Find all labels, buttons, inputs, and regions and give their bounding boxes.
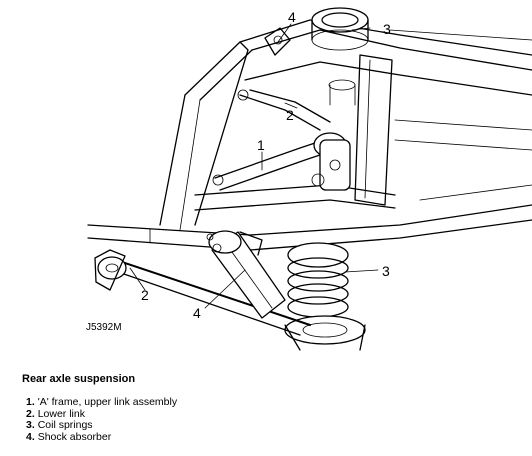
callout-2-lower: 2 <box>141 287 149 303</box>
callout-leaders <box>129 23 379 309</box>
callout-1: 1 <box>257 137 265 153</box>
upper-spring-turret <box>311 7 369 106</box>
legend-label: Coil springs <box>37 419 93 431</box>
legend-item: 1. 'A' frame, upper link assembly <box>26 396 178 409</box>
a-frame-upper-link <box>212 89 351 191</box>
legend-label: 'A' frame, upper link assembly <box>37 396 178 408</box>
callout-2-upper: 2 <box>286 107 294 123</box>
callout-3-top: 3 <box>383 21 391 37</box>
legend-item: 2. Lower link <box>26 407 177 421</box>
figure-caption: Rear axle suspension <box>22 373 136 385</box>
legend-label: Shock absorber <box>37 430 112 443</box>
lower-link <box>94 249 311 336</box>
shock-absorber <box>206 27 291 319</box>
callout-3-lower: 3 <box>382 263 390 279</box>
legend-number: 2. <box>26 407 35 420</box>
legend-label: Lower link <box>37 407 85 420</box>
legend-list: 1. 'A' frame, upper link assembly 2. Low… <box>26 396 178 444</box>
legend-item: 3. Coil springs <box>26 419 177 432</box>
legend-number: 4. <box>26 430 35 443</box>
callout-4-lower: 4 <box>193 305 201 321</box>
legend-item: 4. Shock absorber <box>26 430 177 444</box>
callout-4-top: 4 <box>288 9 296 25</box>
chassis-frame <box>87 19 532 251</box>
legend-number: 1. <box>26 396 35 408</box>
legend-number: 3. <box>26 419 35 431</box>
figure-reference-code: J5392M <box>86 322 122 333</box>
rear-suspension-diagram: 4 3 2 1 3 2 4 J5392M <box>86 7 532 351</box>
